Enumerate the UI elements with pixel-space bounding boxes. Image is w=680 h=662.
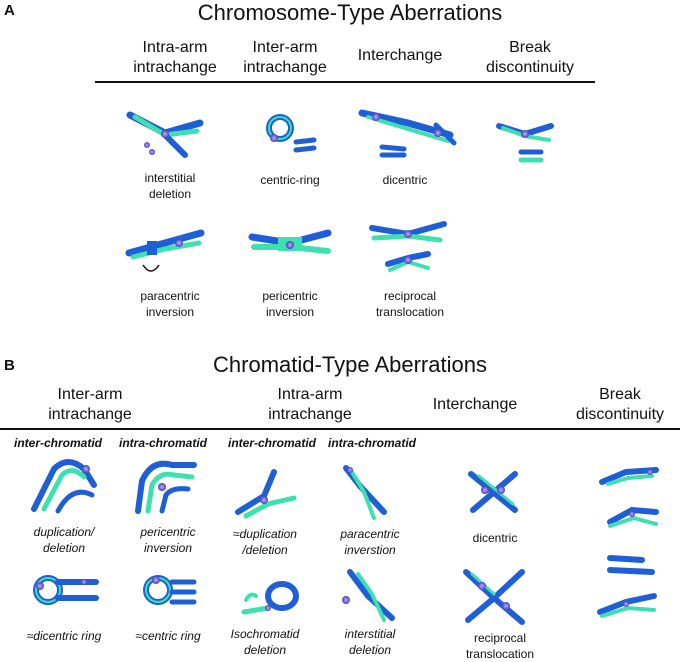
panel-a-col-inter-arm: Inter-arm intrachange (225, 38, 345, 78)
b-label-interstitial: interstitial deletion (325, 626, 415, 658)
label-line1: interstitial (144, 171, 196, 185)
label-line1: duplication/ (33, 525, 95, 539)
panel-a-col-intra-arm: Intra-arm intrachange (110, 38, 240, 78)
b-label-approx-dup-del: ≈duplication /deletion (220, 526, 310, 558)
label-line1: interstitial (344, 627, 396, 641)
panel-b-col-break: Break discontinuity (560, 385, 680, 425)
panel-b-letter: B (4, 357, 15, 374)
label-line1: paracentric (340, 527, 400, 541)
label-line1: pericentric (140, 525, 196, 539)
b-subhead-inter-chromatid-2: inter-chromatid (227, 436, 316, 450)
label-line2: inversion (145, 305, 195, 319)
b-break-top-figure (599, 467, 659, 528)
break-discontinuity-a-figure (496, 123, 554, 163)
a-label-centric-ring: centric-ring (240, 172, 340, 188)
b-label-dup-del: duplication/ deletion (14, 524, 114, 556)
reciprocal-translocation-a-figure (369, 221, 447, 272)
paracentric-inversion-figure (125, 229, 205, 272)
col-label-line2: intrachange (133, 59, 217, 76)
label-line1: dicentric (472, 531, 518, 545)
label-line2: inversion (265, 305, 315, 319)
col-label-line1: Intra-arm (277, 386, 343, 403)
label-line1: pericentric (262, 289, 318, 303)
panel-b-col-interchange: Interchange (415, 395, 535, 415)
b-label-dicentric: dicentric (445, 530, 545, 546)
b-subhead-intra-chromatid-1: intra-chromatid (118, 436, 207, 450)
col-label-line2: intrachange (268, 406, 352, 423)
panel-a-col-interchange: Interchange (345, 46, 455, 66)
b-isochromatid-figure (241, 581, 299, 615)
col-label-line2: discontinuity (485, 59, 575, 76)
b-label-isochromatid: Isochromatid deletion (220, 626, 310, 658)
interstitial-deletion-figure (126, 111, 204, 158)
a-label-paracentric: paracentric inversion (120, 288, 220, 320)
label-line1: Isochromatid (230, 627, 300, 641)
label-line2: inverstion (344, 543, 396, 557)
centric-ring-figure (266, 114, 317, 153)
b-approx-dup-del-figure (235, 469, 297, 519)
b-approx-centric-ring-figure (143, 575, 197, 605)
b-label-approx-dicentric-ring: ≈dicentric ring (14, 628, 114, 644)
b-label-reciprocal: reciprocal translocation (445, 630, 555, 662)
panel-a-letter: A (4, 2, 15, 19)
label-line2: deletion (348, 643, 392, 657)
b-paracentric-figure (343, 465, 387, 520)
b-subhead-intra-chromatid-2: intra-chromatid (327, 436, 416, 450)
a-label-reciprocal: reciprocal translocation (355, 288, 465, 320)
label-line1: reciprocal (473, 631, 527, 645)
col-label-line1: Break (509, 39, 551, 56)
label-line1: centric-ring (260, 173, 320, 187)
label-line2: /deletion (242, 543, 288, 557)
label-line1: ≈dicentric ring (26, 629, 102, 643)
panel-b-title: Chromatid-Type Aberrations (213, 352, 487, 377)
b-pericentric-inversion-figure (135, 460, 197, 514)
b-approx-dicentric-ring-figure (33, 575, 99, 605)
panel-b-col-intra-arm: Intra-arm intrachange (230, 385, 390, 425)
b-duplication-deletion-figure (31, 459, 97, 514)
col-label-line1: Inter-arm (252, 39, 318, 56)
panel-a-title: Chromosome-Type Aberrations (197, 0, 503, 25)
b-dicentric-figure (468, 471, 518, 513)
a-label-interstitial: interstitial deletion (120, 170, 220, 202)
label-line1: dicentric (382, 173, 428, 187)
label-line2: translocation (375, 305, 445, 319)
panel-a-col-break: Break discontinuity (470, 38, 590, 78)
b-label-approx-centric-ring: ≈centric ring (118, 628, 218, 644)
label-line2: deletion (148, 187, 192, 201)
panel-a-header-rule (95, 81, 595, 83)
col-label-line1: Interchange (357, 47, 443, 64)
b-interstitial-figure (342, 569, 395, 622)
label-line1: paracentric (140, 289, 200, 303)
col-label-line1: Interchange (432, 396, 518, 413)
a-label-pericentric: pericentric inversion (240, 288, 340, 320)
label-line1: ≈duplication (233, 527, 297, 541)
panel-b-col-inter-arm: Inter-arm intrachange (20, 385, 160, 425)
col-label-line1: Intra-arm (142, 39, 208, 56)
col-label-line2: discontinuity (575, 406, 665, 423)
label-line2: deletion (243, 643, 287, 657)
label-line1: ≈centric ring (135, 629, 201, 643)
label-line2: deletion (42, 541, 86, 555)
label-line2: translocation (465, 647, 535, 661)
b-reciprocal-translocation-figure (463, 569, 525, 625)
col-label-line1: Break (599, 386, 641, 403)
a-label-dicentric: dicentric (355, 172, 455, 188)
b-subhead-inter-chromatid-1: inter-chromatid (13, 436, 102, 450)
dicentric-figure (358, 109, 457, 158)
panel-b-header-rule (0, 428, 680, 430)
label-line2: inversion (143, 541, 193, 555)
b-break-bottom-figure (597, 555, 657, 618)
col-label-line2: intrachange (243, 59, 327, 76)
b-label-pericentric: pericentric inversion (118, 524, 218, 556)
b-label-paracentric: paracentric inverstion (325, 526, 415, 558)
col-label-line1: Inter-arm (57, 386, 123, 403)
label-line1: reciprocal (383, 289, 437, 303)
col-label-line2: intrachange (48, 406, 132, 423)
pericentric-inversion-a-figure (248, 229, 332, 254)
